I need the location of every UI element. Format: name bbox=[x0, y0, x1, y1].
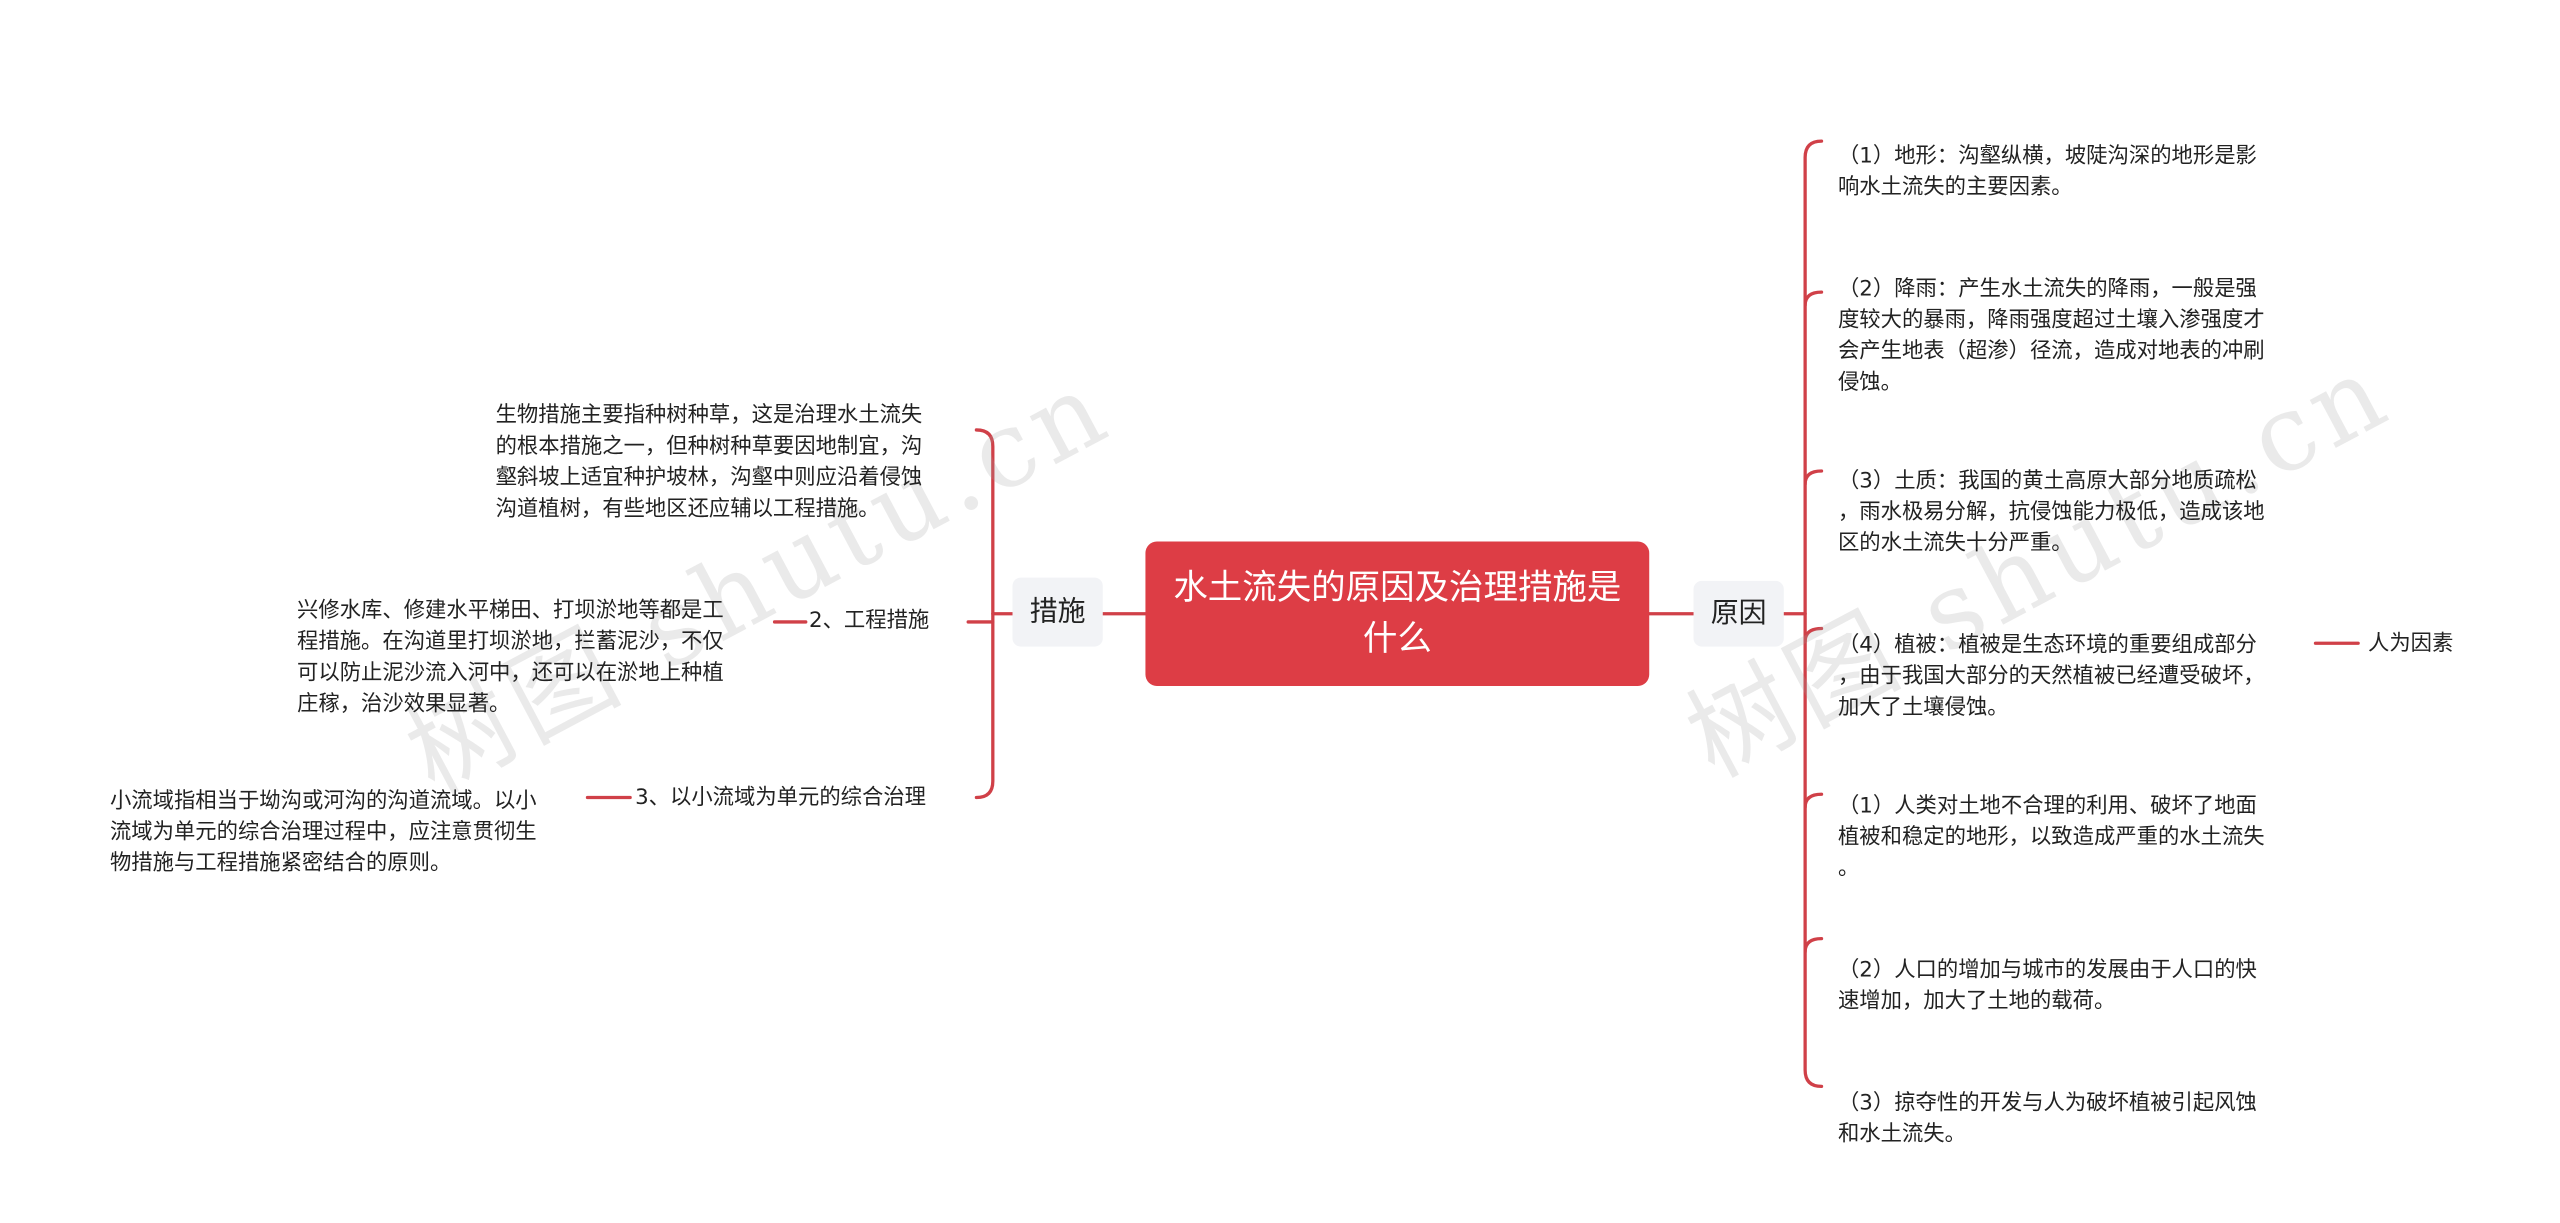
measure-engineering-detail-text: 兴修水库、修建水平梯田、打坝淤地等都是工 程措施。在沟道里打坝淤地，拦蓄泥沙，不… bbox=[297, 598, 724, 718]
edge-cause-tick-0 bbox=[1803, 290, 1824, 307]
edge-causes-spine bbox=[1803, 139, 1824, 1089]
cause-rainfall-text: （2）降雨：产生水土流失的降雨，一般是强 度较大的暴雨，降雨强度超过土壤入渗强度… bbox=[1837, 277, 2265, 396]
cause-terrain-text: （1）地形：沟壑纵横，坡陡沟深的地形是影 响水土流失的主要因素。 bbox=[1837, 144, 2257, 201]
measure-biological-detail-text: 生物措施主要指种树种草，这是治理水土流失 的根本措施之一，但种树种草要因地制宜，… bbox=[495, 403, 923, 522]
edge-measures-spine bbox=[974, 428, 995, 800]
cause-rainfall[interactable]: （2）降雨：产生水土流失的降雨，一般是强 度较大的暴雨，降雨强度超过土壤入渗强度… bbox=[1838, 243, 2322, 399]
central-topic[interactable]: 水土流失的原因及治理措施是什么 bbox=[1145, 541, 1650, 686]
cause-soil-text: （3）土质：我国的黄土高原大部分地质疏松 ，雨水极易分解，抗侵蚀能力极低，造成该… bbox=[1837, 469, 2265, 557]
cause-terrain[interactable]: （1）地形：沟壑纵横，坡陡沟深的地形是影 响水土流失的主要因素。 bbox=[1838, 110, 2322, 204]
measure-biological-detail[interactable]: 生物措施主要指种树种草，这是治理水土流失 的根本措施之一，但种树种草要因地制宜，… bbox=[496, 369, 972, 525]
cause-exploitation[interactable]: （3）掠夺性的开发与人为破坏植被引起风蚀 和水土流失。 bbox=[1838, 1057, 2322, 1151]
central-topic-label: 水土流失的原因及治理措施是什么 bbox=[1173, 567, 1622, 659]
topic-causes-label: 原因 bbox=[1710, 597, 1767, 631]
measure-small-watershed[interactable]: 3、以小流域为单元的综合治理 bbox=[635, 783, 926, 814]
topic-measures-label: 措施 bbox=[1029, 595, 1086, 629]
cause-population-text: （2）人口的增加与城市的发展由于人口的快 速增加，加大了土地的载荷。 bbox=[1837, 958, 2257, 1015]
cause-human-factors-label: 人为因素 bbox=[2368, 631, 2454, 657]
measure-small-watershed-label: 3、以小流域为单元的综合治理 bbox=[635, 786, 927, 811]
edge-cause-tick-3 bbox=[1803, 792, 1824, 810]
cause-land-misuse[interactable]: （1）人类对土地不合理的利用、破坏了地面 植被和稳定的地形，以致造成严重的水土流… bbox=[1838, 760, 2322, 885]
edge-cause-tick-2 bbox=[1803, 626, 1824, 644]
topic-measures[interactable]: 措施 bbox=[1012, 577, 1103, 647]
cause-human-factors[interactable]: 人为因素 bbox=[2368, 629, 2453, 660]
edge-cause-tick-4 bbox=[1803, 937, 1824, 954]
measure-small-watershed-detail[interactable]: 小流域指相当于坳沟或河沟的沟道流域。以小 流域为单元的综合治理过程中，应注意贯彻… bbox=[110, 755, 586, 880]
cause-soil[interactable]: （3）土质：我国的黄土高原大部分地质疏松 ，雨水极易分解，抗侵蚀能力极低，造成该… bbox=[1838, 435, 2322, 560]
measure-engineering-label: 2、工程措施 bbox=[809, 608, 930, 634]
edge-cause-tick-1 bbox=[1803, 469, 1824, 486]
measure-engineering-detail[interactable]: 兴修水库、修建水平梯田、打坝淤地等都是工 程措施。在沟道里打坝淤地，拦蓄泥沙，不… bbox=[297, 565, 773, 721]
cause-exploitation-text: （3）掠夺性的开发与人为破坏植被引起风蚀 和水土流失。 bbox=[1837, 1091, 2257, 1148]
measure-small-watershed-detail-text: 小流域指相当于坳沟或河沟的沟道流域。以小 流域为单元的综合治理过程中，应注意贯彻… bbox=[109, 789, 537, 877]
measure-engineering[interactable]: 2、工程措施 bbox=[809, 606, 929, 637]
topic-causes[interactable]: 原因 bbox=[1693, 580, 1784, 647]
cause-vegetation[interactable]: （4）植被：植被是生态环境的重要组成部分 ，由于我国大部分的天然植被已经遭受破坏… bbox=[1838, 599, 2322, 724]
cause-population[interactable]: （2）人口的增加与城市的发展由于人口的快 速增加，加大了土地的载荷。 bbox=[1838, 924, 2322, 1018]
cause-vegetation-text: （4）植被：植被是生态环境的重要组成部分 ，由于我国大部分的天然植被已经遭受破坏… bbox=[1837, 633, 2265, 721]
cause-land-misuse-text: （1）人类对土地不合理的利用、破坏了地面 植被和稳定的地形，以致造成严重的水土流… bbox=[1837, 794, 2265, 882]
